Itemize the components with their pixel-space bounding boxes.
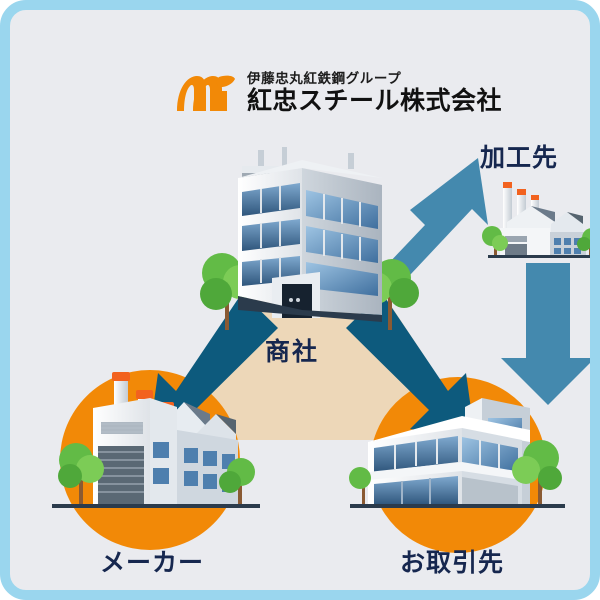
factory-icon-maker [52,372,260,508]
node-label-otorihikisaki: お取引先 [400,549,505,577]
node-label-maker: メーカー [100,549,205,577]
tree-icon [58,443,104,505]
tree-icon [577,228,590,257]
tree-icon [349,467,371,505]
company-logo: 伊藤忠丸紅鉄鋼グループ 紅忠スチール株式会社 [175,65,505,121]
node-label-kakousaki: 加工先 [480,144,559,172]
logo-group-name: 伊藤忠丸紅鉄鋼グループ [247,70,402,86]
logo-company-name: 紅忠スチール株式会社 [247,87,503,116]
tree-icon [512,440,562,505]
tree-icon [219,458,255,505]
supply-chain-illustration [52,147,590,553]
arrow-shousha-to-otorihikisaki [346,293,475,438]
logo-text-block: 伊藤忠丸紅鉄鋼グループ 紅忠スチール株式会社 [247,72,502,115]
arrow-shousha-to-maker [149,293,278,438]
arrow-kakousaki-to-otorihikisaki [501,263,590,405]
tree-icon-left [200,253,257,330]
office-building-icon-otorihikisaki [349,398,565,508]
office-building-icon-shousha [200,147,419,330]
arrow-shousha-to-kakousaki [348,158,488,306]
node-label-shousha: 商社 [265,338,320,366]
factory-icon-kakousaki [482,182,590,258]
tree-icon [482,226,508,257]
benichu-steel-logo-mark [177,75,235,111]
